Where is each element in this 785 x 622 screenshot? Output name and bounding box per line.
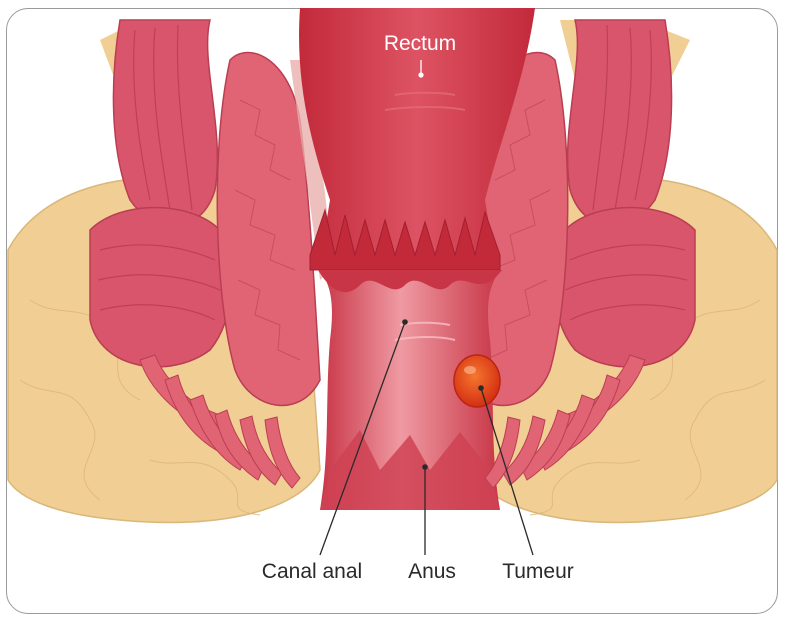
- rectum-label: Rectum: [384, 32, 456, 55]
- tumeur-label: Tumeur: [502, 560, 574, 583]
- canal-anal-label: Canal anal: [262, 560, 362, 583]
- anus-marker: [422, 464, 428, 470]
- rectum-marker: [418, 72, 423, 77]
- tumor: [454, 355, 500, 407]
- canal-anal-marker: [402, 319, 408, 325]
- anus-label: Anus: [408, 560, 456, 583]
- tumeur-marker: [478, 385, 484, 391]
